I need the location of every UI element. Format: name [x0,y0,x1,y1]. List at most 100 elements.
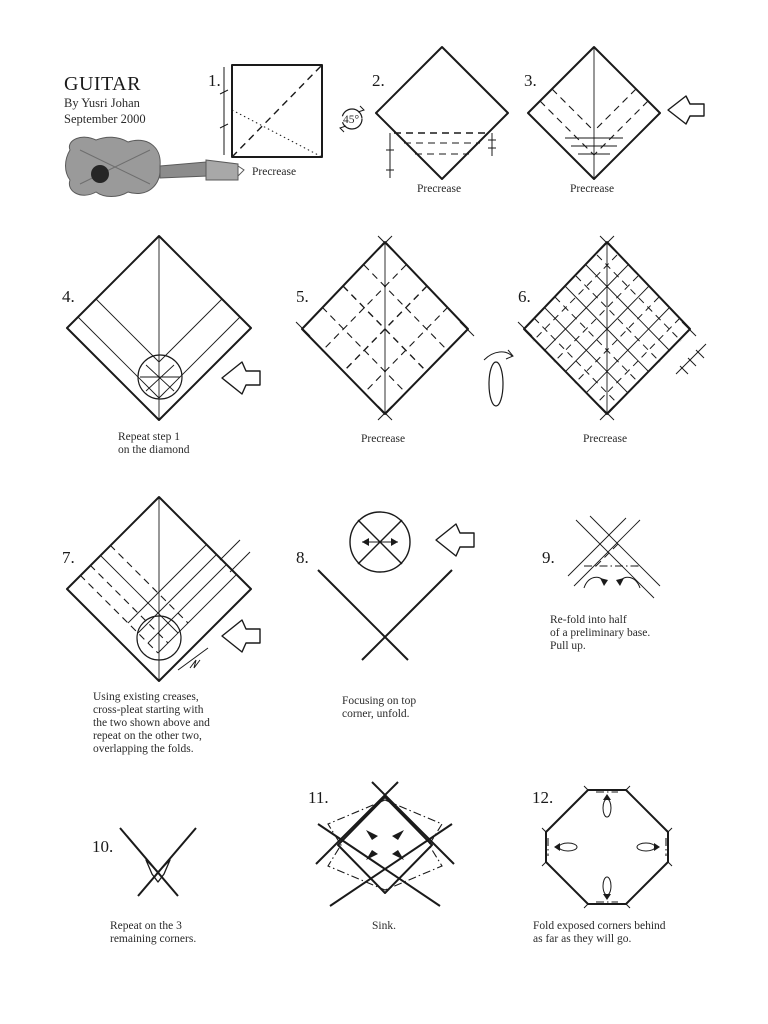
step-6-caption: Precrease [583,433,627,445]
page-title: GUITAR [64,73,141,95]
arrow-head [603,894,611,900]
valley-fold-diagonal [231,64,323,158]
crease-line [575,519,655,599]
crease-line [564,285,650,373]
crease-line [137,554,217,634]
valley-fold [532,254,618,342]
fold-behind-arrow [558,842,578,852]
tick-mark [681,321,697,337]
step-number-8: 8. [296,548,309,567]
step-3-caption: Precrease [570,183,614,195]
crease-line [99,554,179,634]
valley-fold [533,317,619,405]
crease-line [95,298,160,363]
step-7-caption-line5: overlapping the folds. [93,743,194,755]
arrow-head [554,843,560,851]
valley-fold [89,564,169,644]
valley-fold [596,254,682,342]
tick-mark [679,365,689,375]
step-5-caption: Precrease [361,433,405,445]
tick-mark [599,405,615,421]
edge-stub [625,903,631,909]
valley-fold [109,544,189,624]
step-7-caption-line3: the two shown above and [93,717,210,729]
valley-fold [79,574,159,654]
step-2: 2. Precrease [372,46,509,195]
edge-stub [583,903,589,909]
fold-behind-arrow [602,876,612,896]
zigzag-pleat-mark [189,659,201,669]
tick-mark [377,235,393,251]
crease-line [77,316,160,399]
sink-arrow [366,850,378,860]
paper-edge [137,827,197,897]
step-11: 11. Sink. [308,781,455,932]
tick-mark [219,123,229,129]
step-4-caption-line1: Repeat step 1 [118,431,180,443]
crease-line [543,306,629,394]
step-number-2: 2. [372,71,385,90]
step-4-caption-line2: on the diamond [118,444,190,456]
step-8-caption-line1: Focusing on top [342,695,416,707]
edge-stub [583,785,589,791]
valley-fold [342,285,428,373]
step-10: 10. Repeat on the 3 remaining corners. [92,827,197,945]
tick-mark [687,357,697,367]
rotate-45-icon: 45° [339,105,365,133]
step-number-7: 7. [62,548,75,567]
step-number-11: 11. [308,788,329,807]
next-step-arrow-icon [667,95,705,125]
crease-line [158,316,241,399]
step-8: 8. Focusing on top corner, unfold. [296,511,453,720]
sink-arrow [366,830,378,840]
step-10-caption-line2: remaining corners. [110,933,196,945]
crease-line [543,264,629,352]
focus-circle [349,511,411,573]
tick-mark [459,321,475,337]
mountain-fold-outline [327,799,443,891]
step-number-5: 5. [296,287,309,306]
step-7-caption-line2: cross-pleat starting with [93,704,204,716]
crease-line [589,515,661,587]
sunk-corner-flap [145,859,171,883]
step-6: 6. Precrease [517,235,707,445]
step-9-caption-line1: Re-fold into half [550,614,627,626]
sink-arrow [392,850,404,860]
edge-stub [541,827,547,833]
valley-fold [595,543,619,567]
step-9: 9. Re-fold into half of a preliminary ba… [542,515,661,652]
valley-fold [593,100,649,156]
edge-stub [625,785,631,791]
valley-fold [593,88,637,132]
valley-fold [363,306,449,394]
step-number-6: 6. [518,287,531,306]
step-4: 4. Repeat step 1 on the diamond [62,235,252,456]
step-number-12: 12. [532,788,553,807]
valley-fold [574,296,660,384]
rotate-label: 45° [343,114,360,126]
step-12-caption-line2: as far as they will go. [533,933,631,945]
arrow-head [362,538,369,546]
step-7-caption-line1: Using existing creases, [93,691,199,703]
fold-behind-arrow [602,798,612,818]
tick-mark [517,321,533,337]
valley-fold [553,275,639,363]
arrow-head [391,538,398,546]
author-line: By Yusri Johan [64,96,141,110]
step-number-4: 4. [62,287,75,306]
crease-line [567,517,627,577]
turn-over-arrow-icon [483,349,514,407]
crease-line [585,264,671,352]
paper-edge [119,827,179,897]
valley-fold [539,100,595,156]
step-number-3: 3. [524,71,537,90]
step-1: 1. Precrease [208,64,323,178]
header: GUITAR By Yusri Johan September 2000 [64,73,146,126]
valley-fold [551,88,595,132]
next-step-arrow-icon [221,361,261,395]
step-12-caption-line1: Fold exposed corners behind [533,920,666,932]
crease-line [573,519,641,587]
step-number-9: 9. [542,548,555,567]
step-8-caption-line2: corner, unfold. [342,708,410,720]
paper-edge [317,569,409,661]
